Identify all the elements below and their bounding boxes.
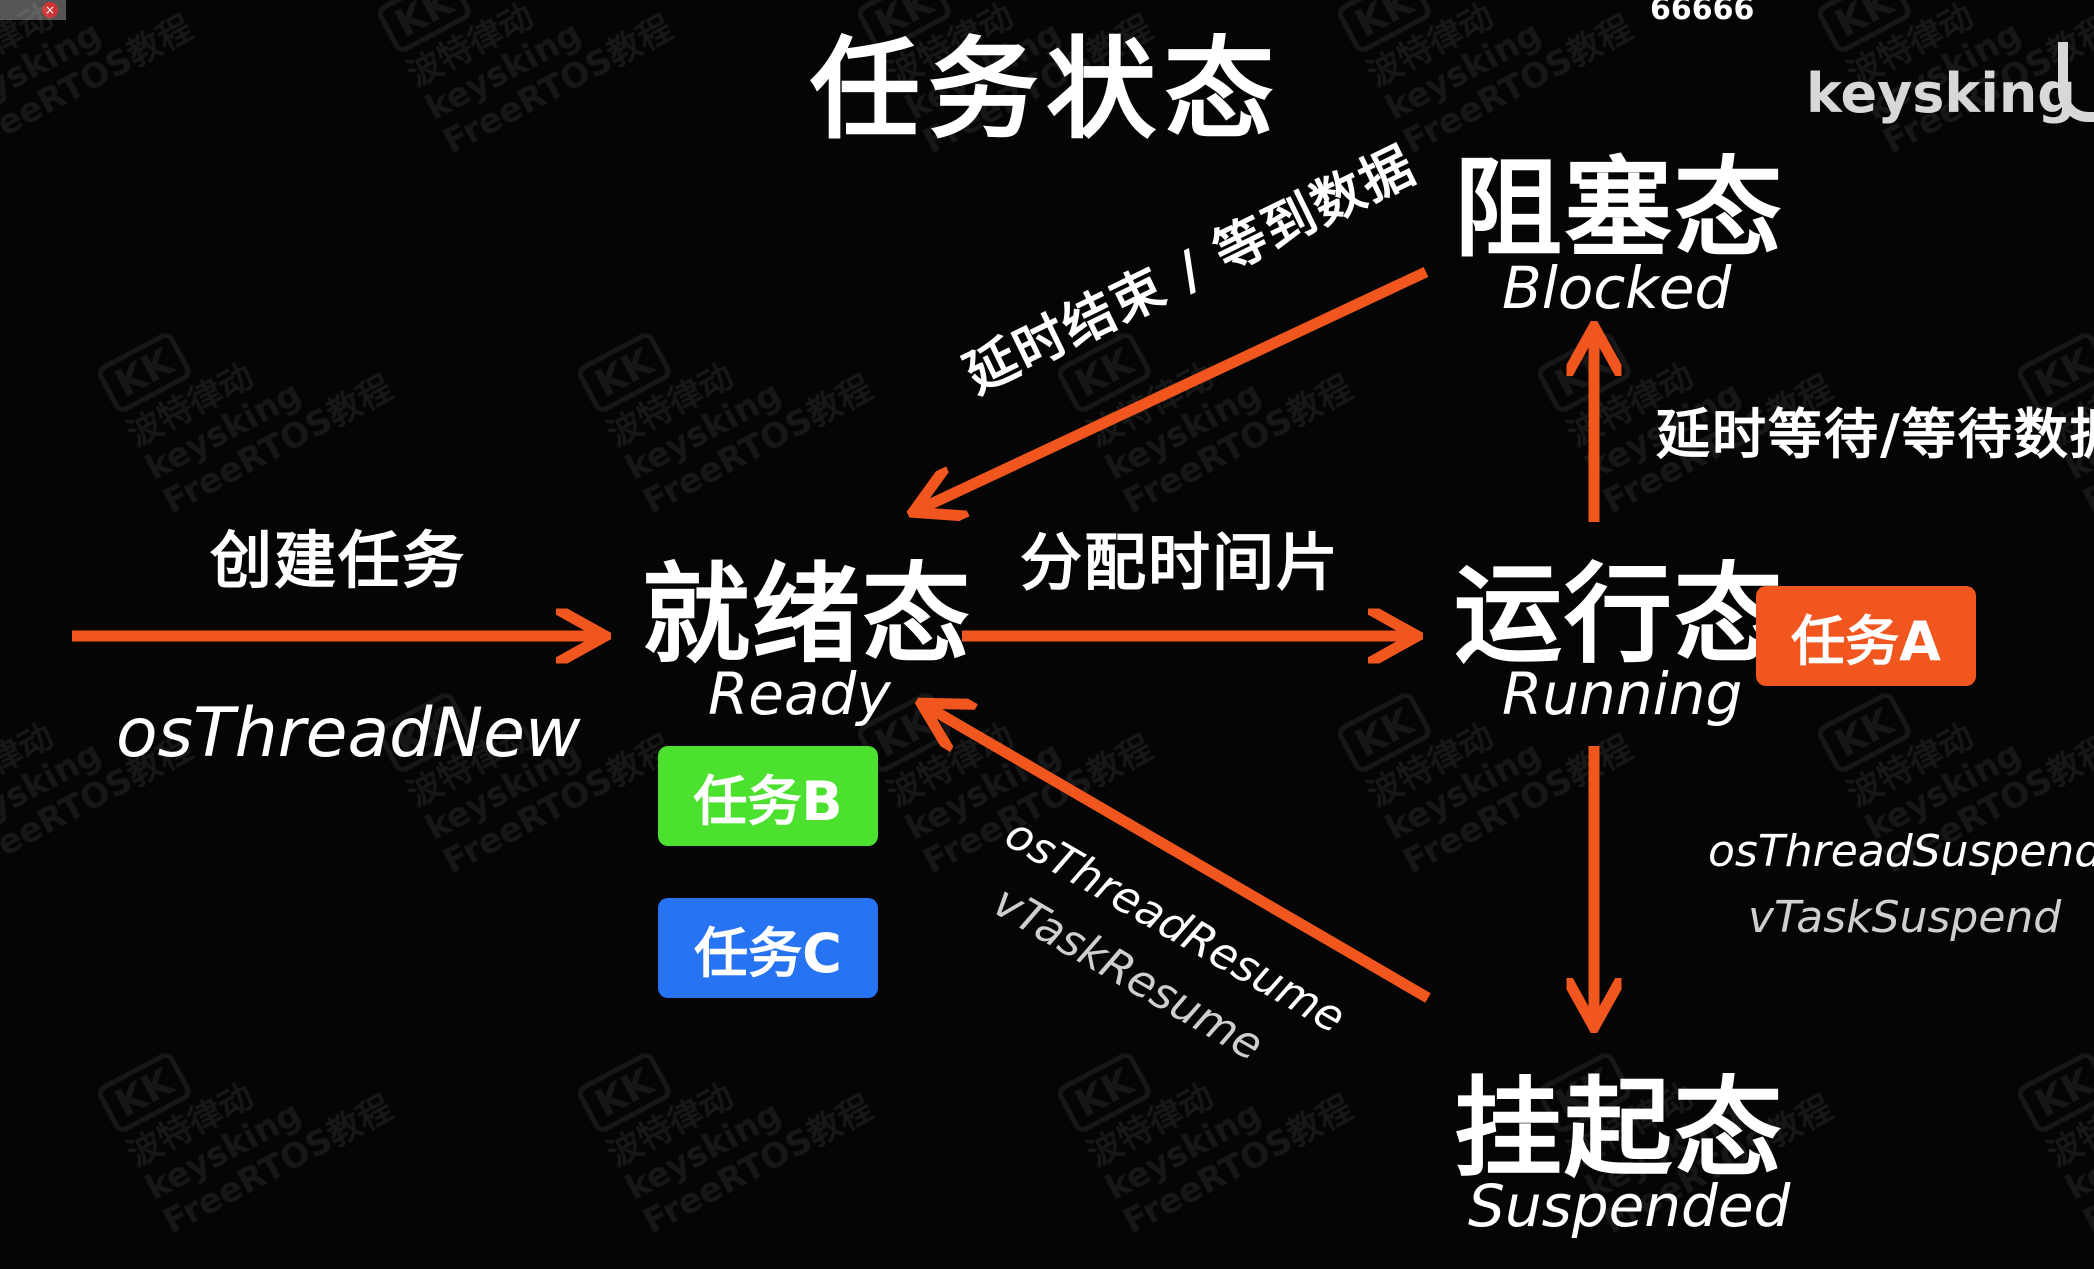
task-badge-b: 任务B [658,746,878,846]
brand-mark-icon [2058,42,2094,122]
label-suspend-api2: vTaskSuspend [1748,892,2062,943]
label-suspend-api1: osThreadSuspend [1708,826,2094,877]
page-title: 任务状态 [810,26,1282,154]
task-badge-c-label: 任务C [694,921,842,985]
arrow-suspended-to-ready [926,706,1431,1003]
state-running-zh: 运行态 [1454,553,1785,678]
arrow-blocked-to-ready [918,267,1429,510]
label-block: 延时等待/等待数据 [1656,403,2094,466]
close-icon[interactable]: × [42,2,58,18]
state-ready-en: Ready [708,660,891,728]
state-running-en: Running [1502,660,1743,728]
state-blocked-en: Blocked [1502,254,1732,322]
state-suspended-zh: 挂起态 [1454,1067,1785,1192]
task-badge-b-label: 任务B [693,769,843,833]
label-create-api: osThreadNew [116,694,581,773]
view-counter: 66666 [1650,0,1755,27]
window-corner: × [0,0,66,20]
state-suspended-en: Suspended [1468,1172,1791,1240]
state-ready-zh: 就绪态 [642,553,973,678]
task-badge-c: 任务C [658,898,878,998]
brand-logo-text: keysking [1806,62,2076,125]
label-dispatch: 分配时间片 [1020,526,1341,599]
label-create-task: 创建任务 [210,524,467,597]
state-blocked-zh: 阻塞态 [1454,147,1785,272]
task-badge-a: 任务A [1756,586,1976,686]
task-badge-a-label: 任务A [1791,609,1941,673]
